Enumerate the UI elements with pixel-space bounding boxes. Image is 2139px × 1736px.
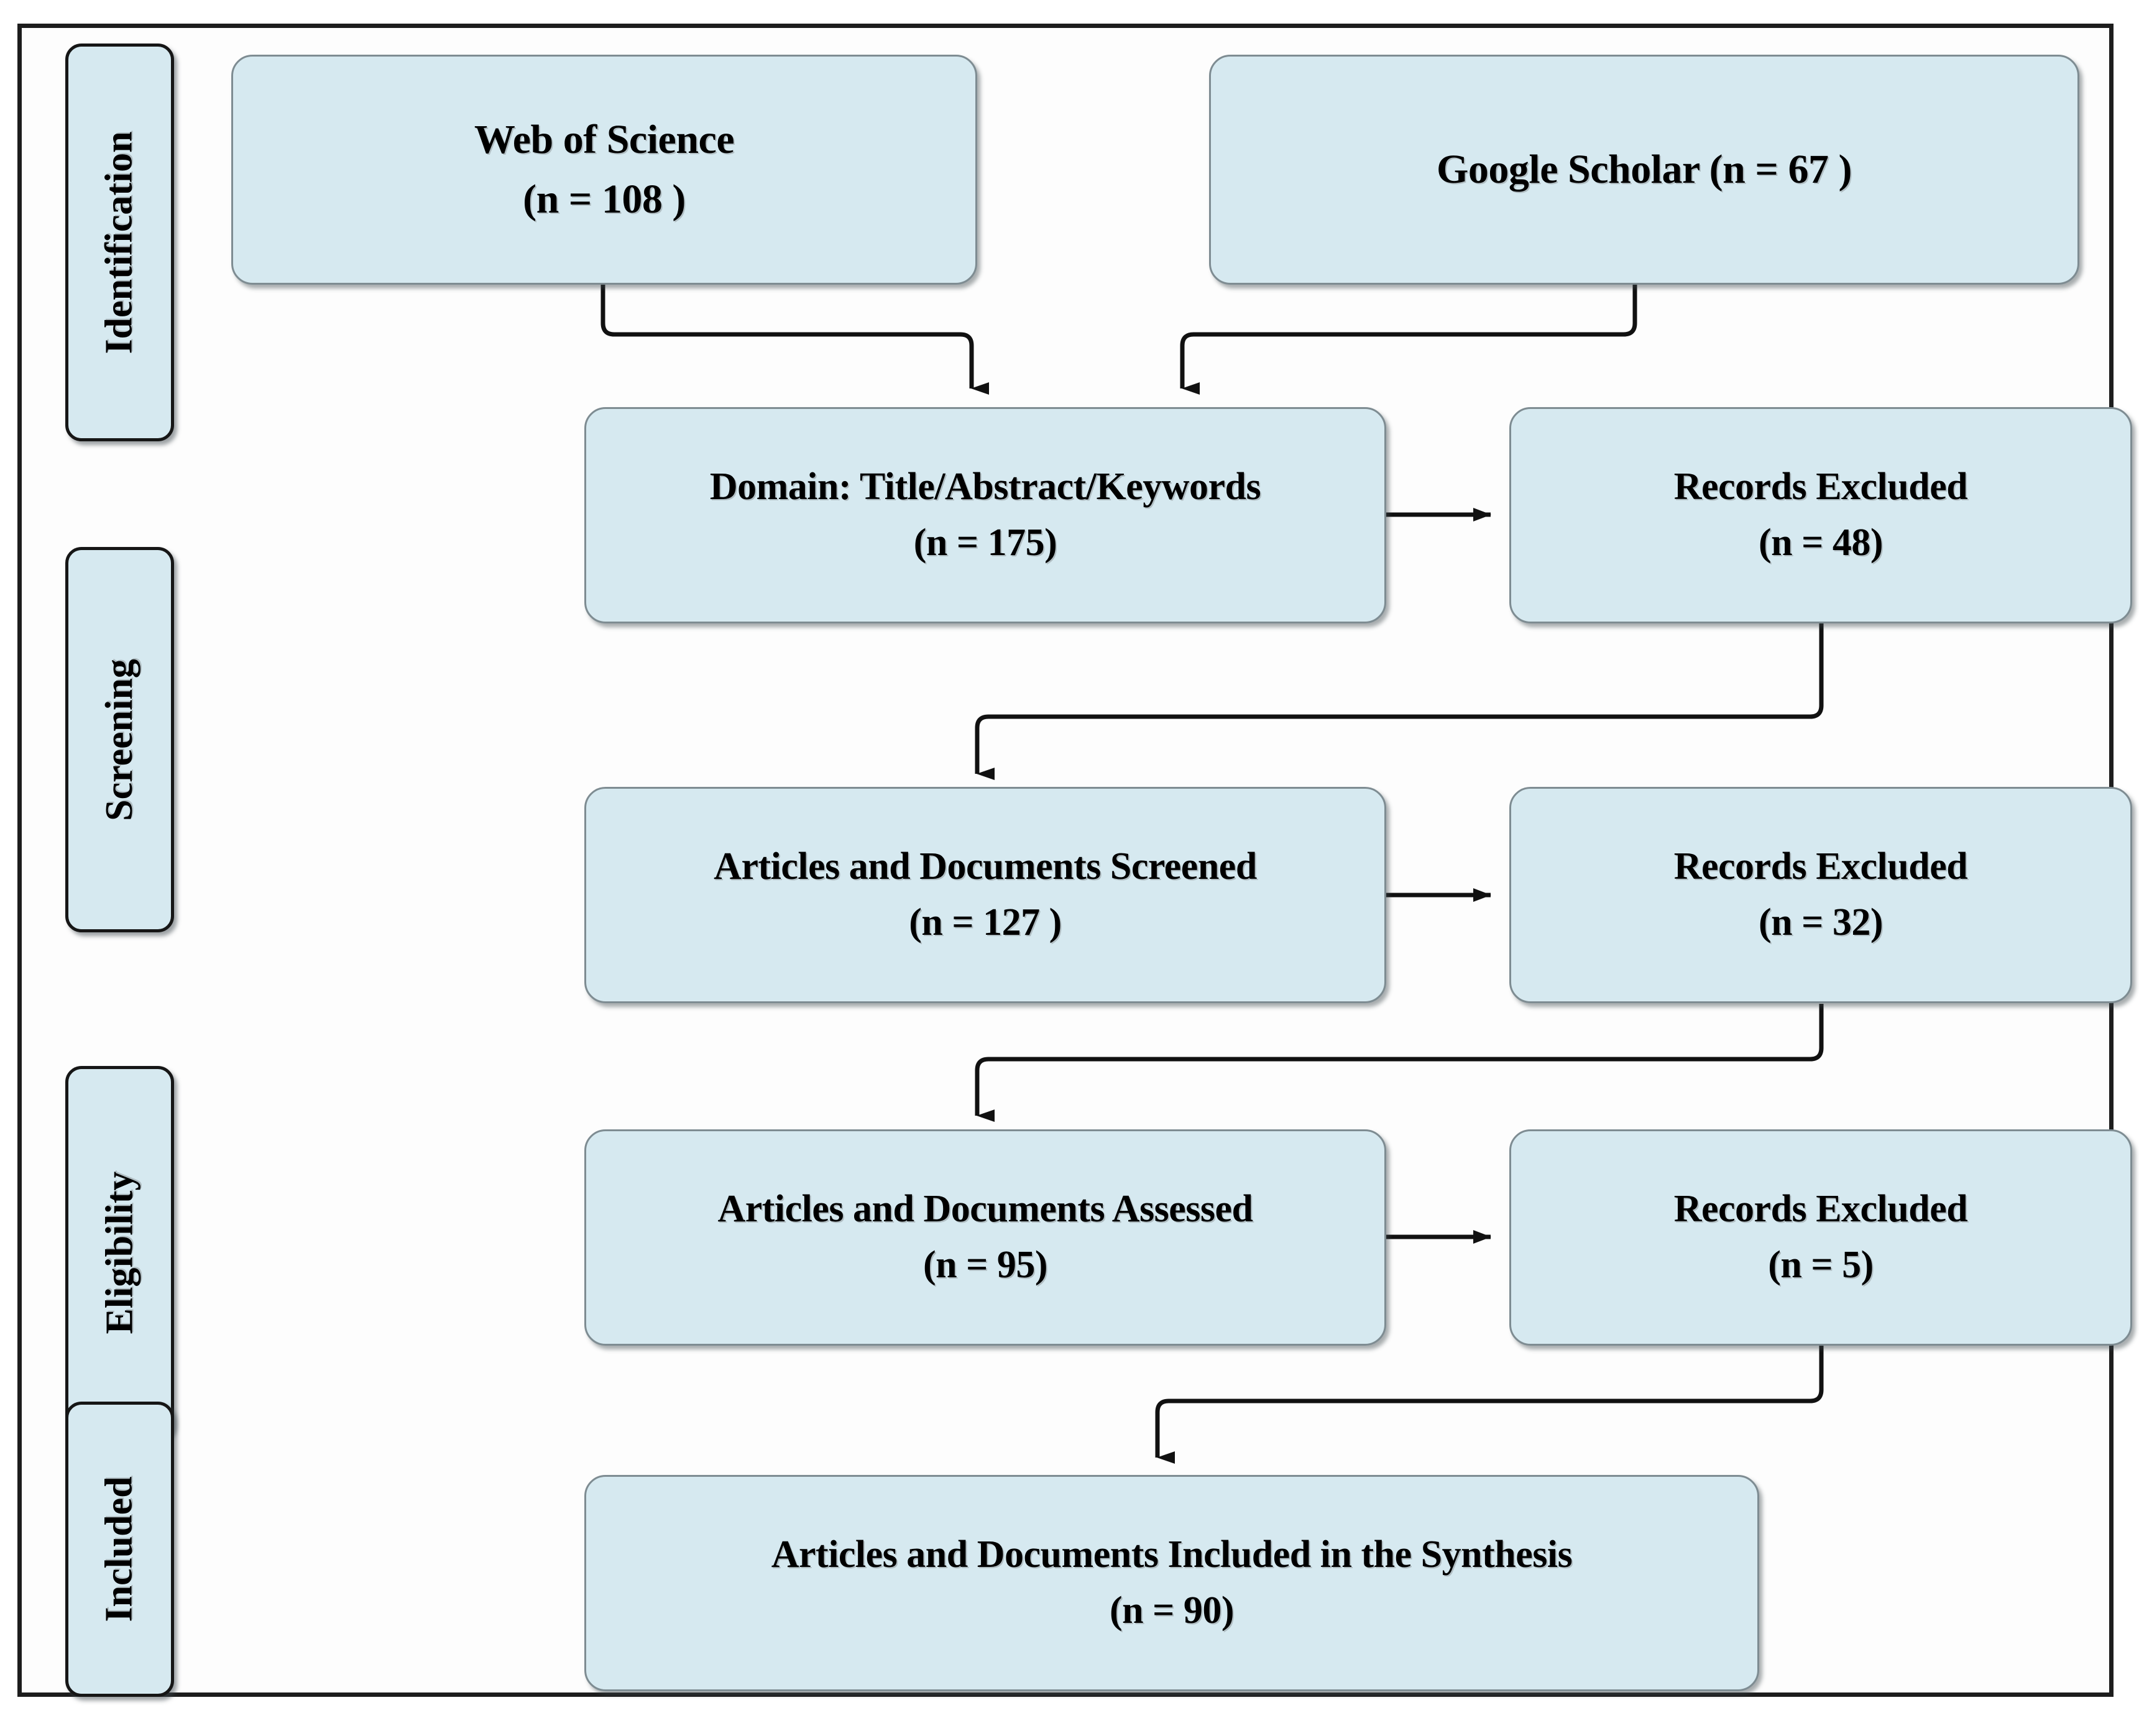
node-records-excluded-1-text: Records Excluded (n = 48) <box>1673 466 1968 564</box>
node-records-excluded-2-text: Records Excluded (n = 32) <box>1673 845 1968 944</box>
node-articles-documents-assessed: Articles and Documents Assessed (n = 95) <box>584 1129 1386 1346</box>
node-google-scholar: Google Scholar (n = 67 ) <box>1209 55 2079 285</box>
node-records-excluded-1: Records Excluded (n = 48) <box>1509 407 2132 623</box>
node-articles-screened-text: Articles and Documents Screened (n = 127… <box>714 845 1257 944</box>
node-domain-text: Domain: Title/Abstract/Keywords (n = 175… <box>709 466 1261 564</box>
node-records-excluded-3-text: Records Excluded (n = 5) <box>1673 1188 1968 1286</box>
stage-label-included-text: Included <box>98 1476 141 1622</box>
node-web-of-science-text: Web of Science (n = 108 ) <box>474 117 735 222</box>
stage-label-screening-text: Screening <box>98 658 140 821</box>
stage-label-identification-text: Identification <box>98 131 141 354</box>
node-google-scholar-text: Google Scholar (n = 67 ) <box>1437 147 1852 193</box>
node-domain-title-abstract-keywords: Domain: Title/Abstract/Keywords (n = 175… <box>584 407 1386 623</box>
stage-label-eligibility-text: Eligibility <box>98 1171 140 1334</box>
node-records-excluded-3: Records Excluded (n = 5) <box>1509 1129 2132 1346</box>
node-included-synthesis-text: Articles and Documents Included in the S… <box>771 1533 1573 1632</box>
node-web-of-science: Web of Science (n = 108 ) <box>231 55 977 285</box>
node-articles-documents-screened: Articles and Documents Screened (n = 127… <box>584 787 1386 1003</box>
node-articles-documents-included-synthesis: Articles and Documents Included in the S… <box>584 1475 1759 1691</box>
node-records-excluded-2: Records Excluded (n = 32) <box>1509 787 2132 1003</box>
stage-label-eligibility: Eligibility <box>65 1066 174 1439</box>
node-articles-assessed-text: Articles and Documents Assessed (n = 95) <box>717 1188 1253 1286</box>
stage-label-included: Included <box>65 1402 174 1697</box>
stage-label-identification: Identification <box>65 44 174 441</box>
stage-label-screening: Screening <box>65 547 174 932</box>
